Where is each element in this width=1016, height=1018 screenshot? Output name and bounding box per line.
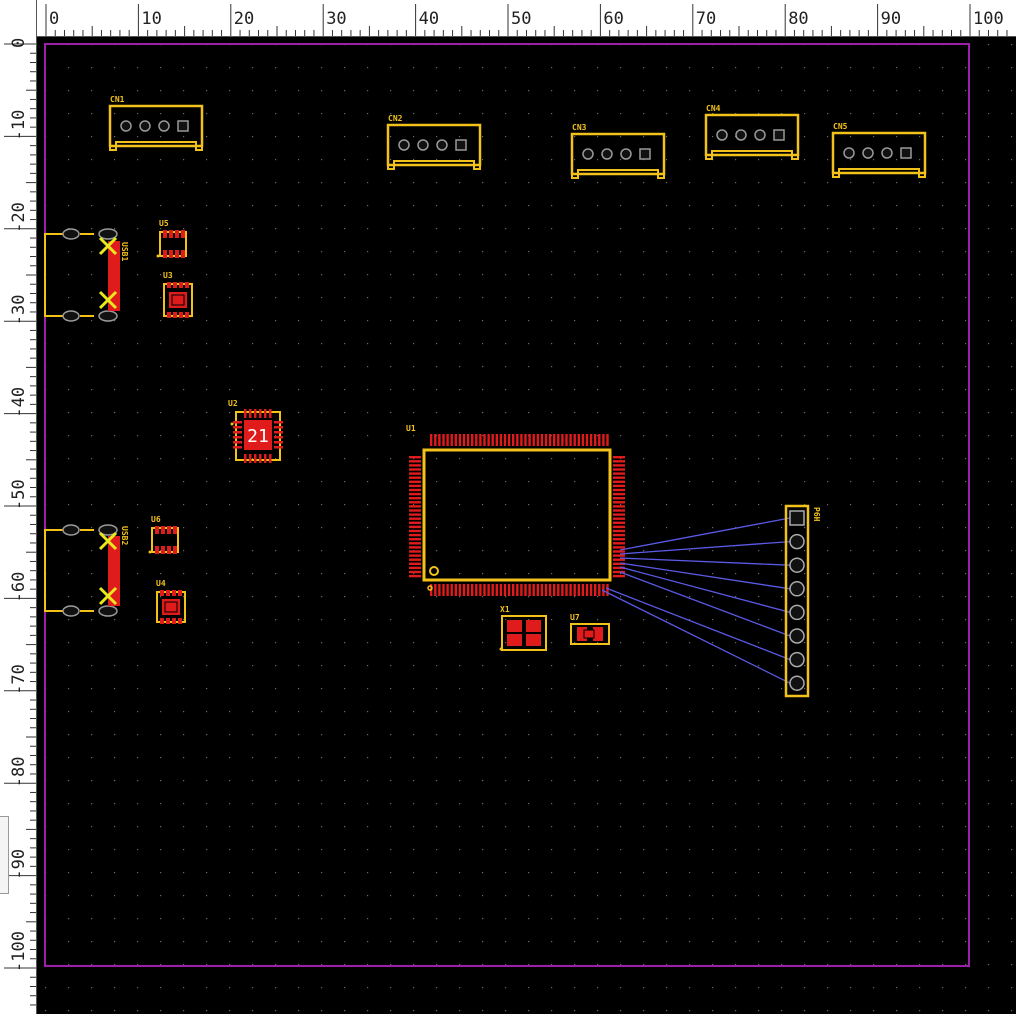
ruler-x-label: 70: [696, 9, 716, 29]
ic-u3[interactable]: U3: [163, 271, 193, 318]
side-panel-tab[interactable]: [0, 816, 9, 894]
u2-pin-number: 21: [247, 426, 269, 447]
connector-cn4[interactable]: CN4: [704, 104, 800, 160]
usb2-label: USB2: [120, 526, 129, 545]
usb1-mount-cross: [98, 236, 118, 310]
horizontal-ruler: 0 10 20 30 40 50 60 70 80 90 100: [0, 0, 1016, 37]
ratsnest-lines: [601, 517, 791, 684]
ruler-x-label: 20: [234, 9, 254, 29]
p6h-label: P6H: [812, 507, 821, 522]
usb1-label: USB1: [120, 242, 129, 261]
u2-label: U2: [228, 399, 238, 408]
connector-cn5[interactable]: CN5: [831, 122, 927, 178]
grid-dots: [45, 44, 1013, 1012]
ruler-x-label: 10: [141, 9, 161, 29]
u3-label: U3: [163, 271, 173, 280]
ruler-x-label: 80: [788, 9, 808, 29]
ruler-y-label: -40: [9, 387, 29, 418]
ic-u2[interactable]: U2 21: [228, 399, 283, 463]
cn3-label: CN3: [572, 123, 587, 132]
ruler-x-label: 100: [973, 9, 1004, 29]
ic-u5[interactable]: U5: [156, 219, 187, 258]
connector-cn3[interactable]: CN3: [570, 123, 666, 179]
ruler-y-label: -100: [9, 931, 29, 972]
ruler-x-label: 90: [881, 9, 901, 29]
cn4-label: CN4: [706, 104, 721, 113]
u5-label: U5: [159, 219, 169, 228]
cn5-label: CN5: [833, 122, 848, 131]
board-outline: [44, 43, 970, 967]
ic-u7[interactable]: U7: [570, 613, 610, 645]
ruler-corner: [0, 0, 36, 36]
u4-label: U4: [156, 579, 166, 588]
crystal-x1[interactable]: X1: [499, 605, 547, 651]
usb-connector-usb2[interactable]: USB2: [44, 524, 129, 617]
ruler-y-label: -50: [9, 479, 29, 510]
ruler-x-label: 0: [49, 9, 59, 29]
ic-u1[interactable]: U1: [406, 424, 625, 596]
header-p6h[interactable]: P6H: [784, 504, 821, 698]
ruler-x-label: 40: [419, 9, 439, 29]
ruler-x-label: 30: [326, 9, 346, 29]
u1-label: U1: [406, 424, 416, 433]
connector-cn2[interactable]: CN2: [386, 114, 482, 170]
ic-u6[interactable]: U6: [148, 515, 179, 554]
cn1-label: CN1: [110, 95, 125, 104]
ruler-y-label: -20: [9, 202, 29, 233]
u7-label: U7: [570, 613, 580, 622]
ruler-y-label: 0: [9, 38, 29, 48]
ruler-x-label: 60: [603, 9, 623, 29]
connector-cn1[interactable]: CN1: [108, 95, 204, 151]
ruler-y-label: -90: [9, 849, 29, 880]
ruler-y-label: -80: [9, 756, 29, 787]
pcb-canvas[interactable]: CN1 CN2 CN3 CN4: [36, 36, 1016, 1014]
u6-label: U6: [151, 515, 161, 524]
pcb-layout[interactable]: CN1 CN2 CN3 CN4: [36, 36, 1016, 1014]
cn2-label: CN2: [388, 114, 403, 123]
vertical-ruler: 0 -10 -20 -30 -40 -50 -60 -70 -80 -90 -100: [0, 0, 37, 1014]
x1-label: X1: [500, 605, 510, 614]
usb-connector-usb1[interactable]: USB1: [44, 228, 129, 322]
ic-u4[interactable]: U4: [156, 579, 186, 624]
ruler-y-label: -60: [9, 572, 29, 603]
ruler-y-label: -70: [9, 664, 29, 695]
usb2-mount-cross: [98, 531, 118, 606]
ruler-y-label: -10: [9, 110, 29, 141]
ruler-x-label: 50: [511, 9, 531, 29]
ruler-y-label: -30: [9, 294, 29, 325]
